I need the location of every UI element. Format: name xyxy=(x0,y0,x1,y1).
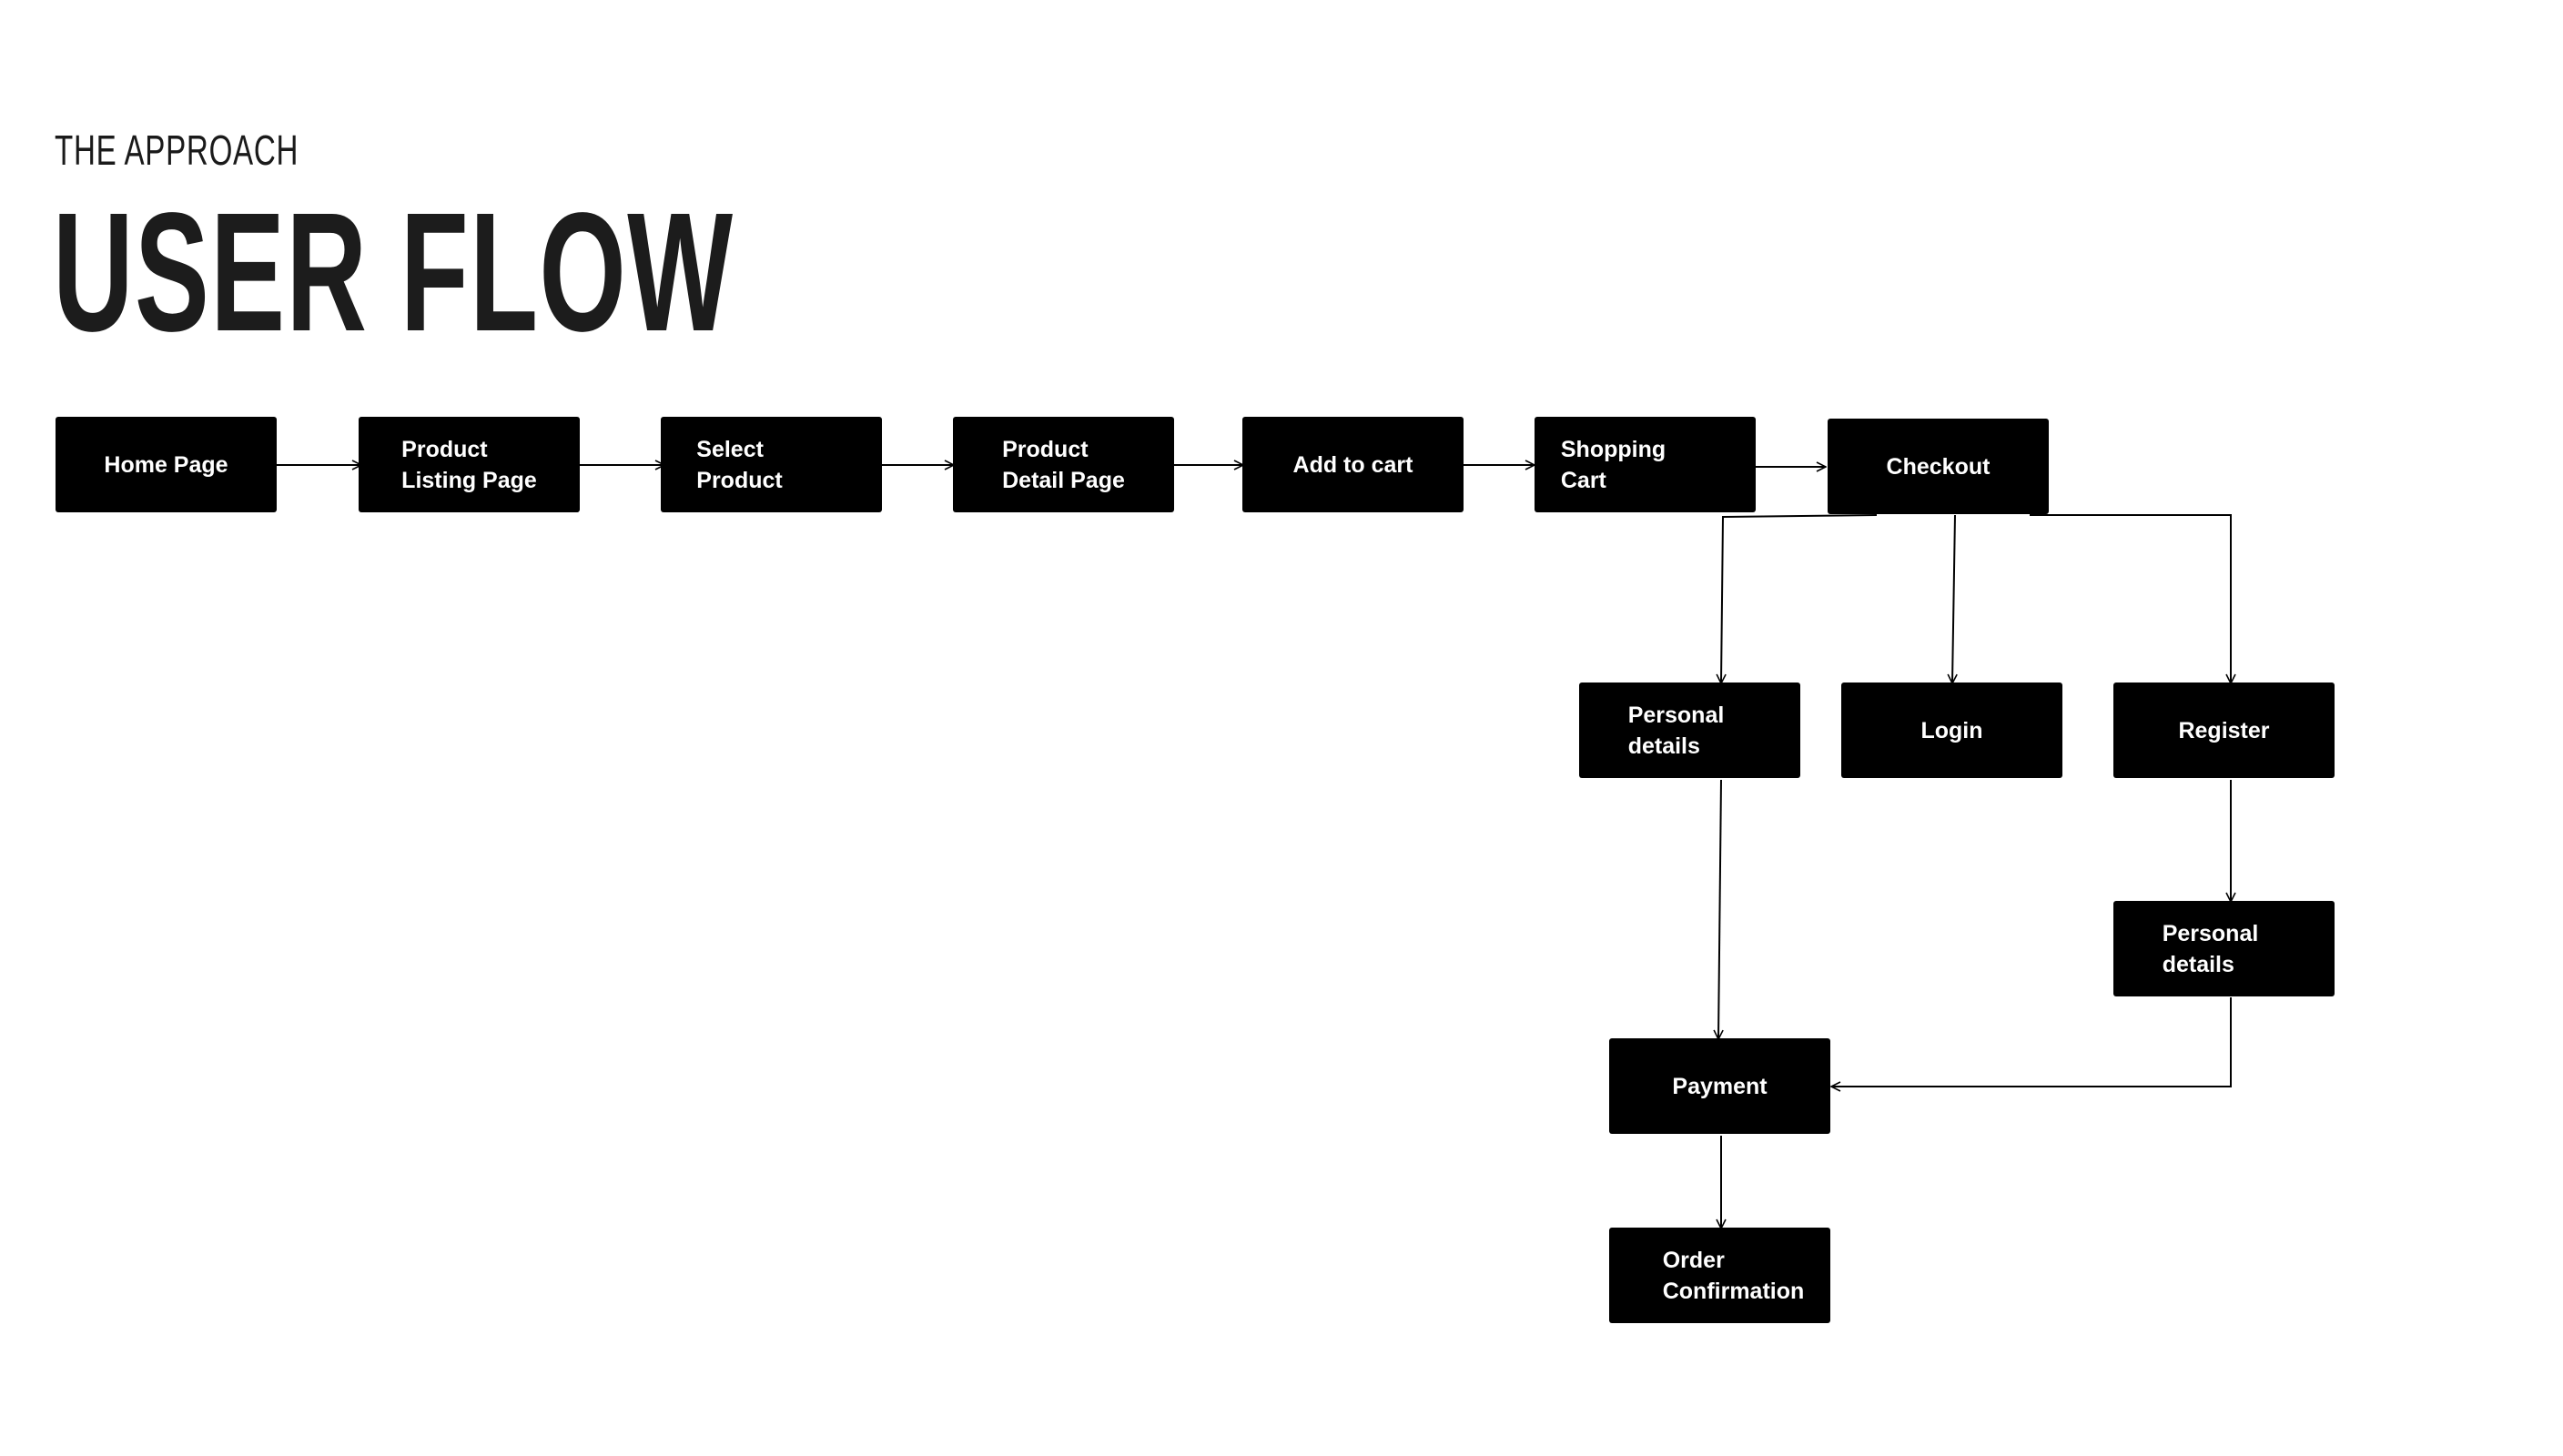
node-register: Register xyxy=(2113,682,2335,778)
node-label: Select Product xyxy=(696,436,783,493)
node-label: Order Confirmation xyxy=(1662,1247,1805,1304)
node-personal-details-guest: Personal details xyxy=(1579,682,1800,778)
node-product-detail-page: Product Detail Page xyxy=(953,417,1174,512)
node-label: Personal details xyxy=(2162,920,2259,977)
edge-checkout-to-personal-details xyxy=(1721,514,1878,683)
node-label: Checkout xyxy=(1886,453,1991,480)
page-title: USER FLOW xyxy=(53,178,734,367)
node-label: Shopping Cart xyxy=(1560,436,1666,493)
edge-register-details-to-payment xyxy=(1831,997,2232,1087)
node-product-listing-page: Product Listing Page xyxy=(359,417,580,512)
node-label: Add to cart xyxy=(1292,451,1413,478)
node-checkout: Checkout xyxy=(1828,419,2049,514)
node-label: Product Detail Page xyxy=(1002,436,1125,493)
node-label: Personal details xyxy=(1627,702,1725,759)
node-label: Login xyxy=(1920,717,1983,743)
node-label: Home Page xyxy=(104,451,228,478)
node-personal-details-register: Personal details xyxy=(2113,901,2335,996)
node-shopping-cart: Shopping Cart xyxy=(1535,417,1756,512)
node-label: Register xyxy=(2178,717,2270,743)
node-label: Product Listing Page xyxy=(401,436,537,493)
edge-personal-details-to-payment xyxy=(1718,779,1721,1039)
node-login: Login xyxy=(1841,682,2062,778)
node-select-product: Select Product xyxy=(661,417,882,512)
node-label: Payment xyxy=(1672,1073,1768,1099)
node-add-to-cart: Add to cart xyxy=(1242,417,1464,512)
node-payment: Payment xyxy=(1609,1038,1830,1134)
node-home-page: Home Page xyxy=(56,417,277,512)
eyebrow-label: THE APPROACH xyxy=(55,126,299,174)
edge-checkout-to-login xyxy=(1952,514,1955,683)
edge-checkout-to-register xyxy=(2030,514,2231,683)
node-order-confirmation: Order Confirmation xyxy=(1609,1228,1830,1323)
